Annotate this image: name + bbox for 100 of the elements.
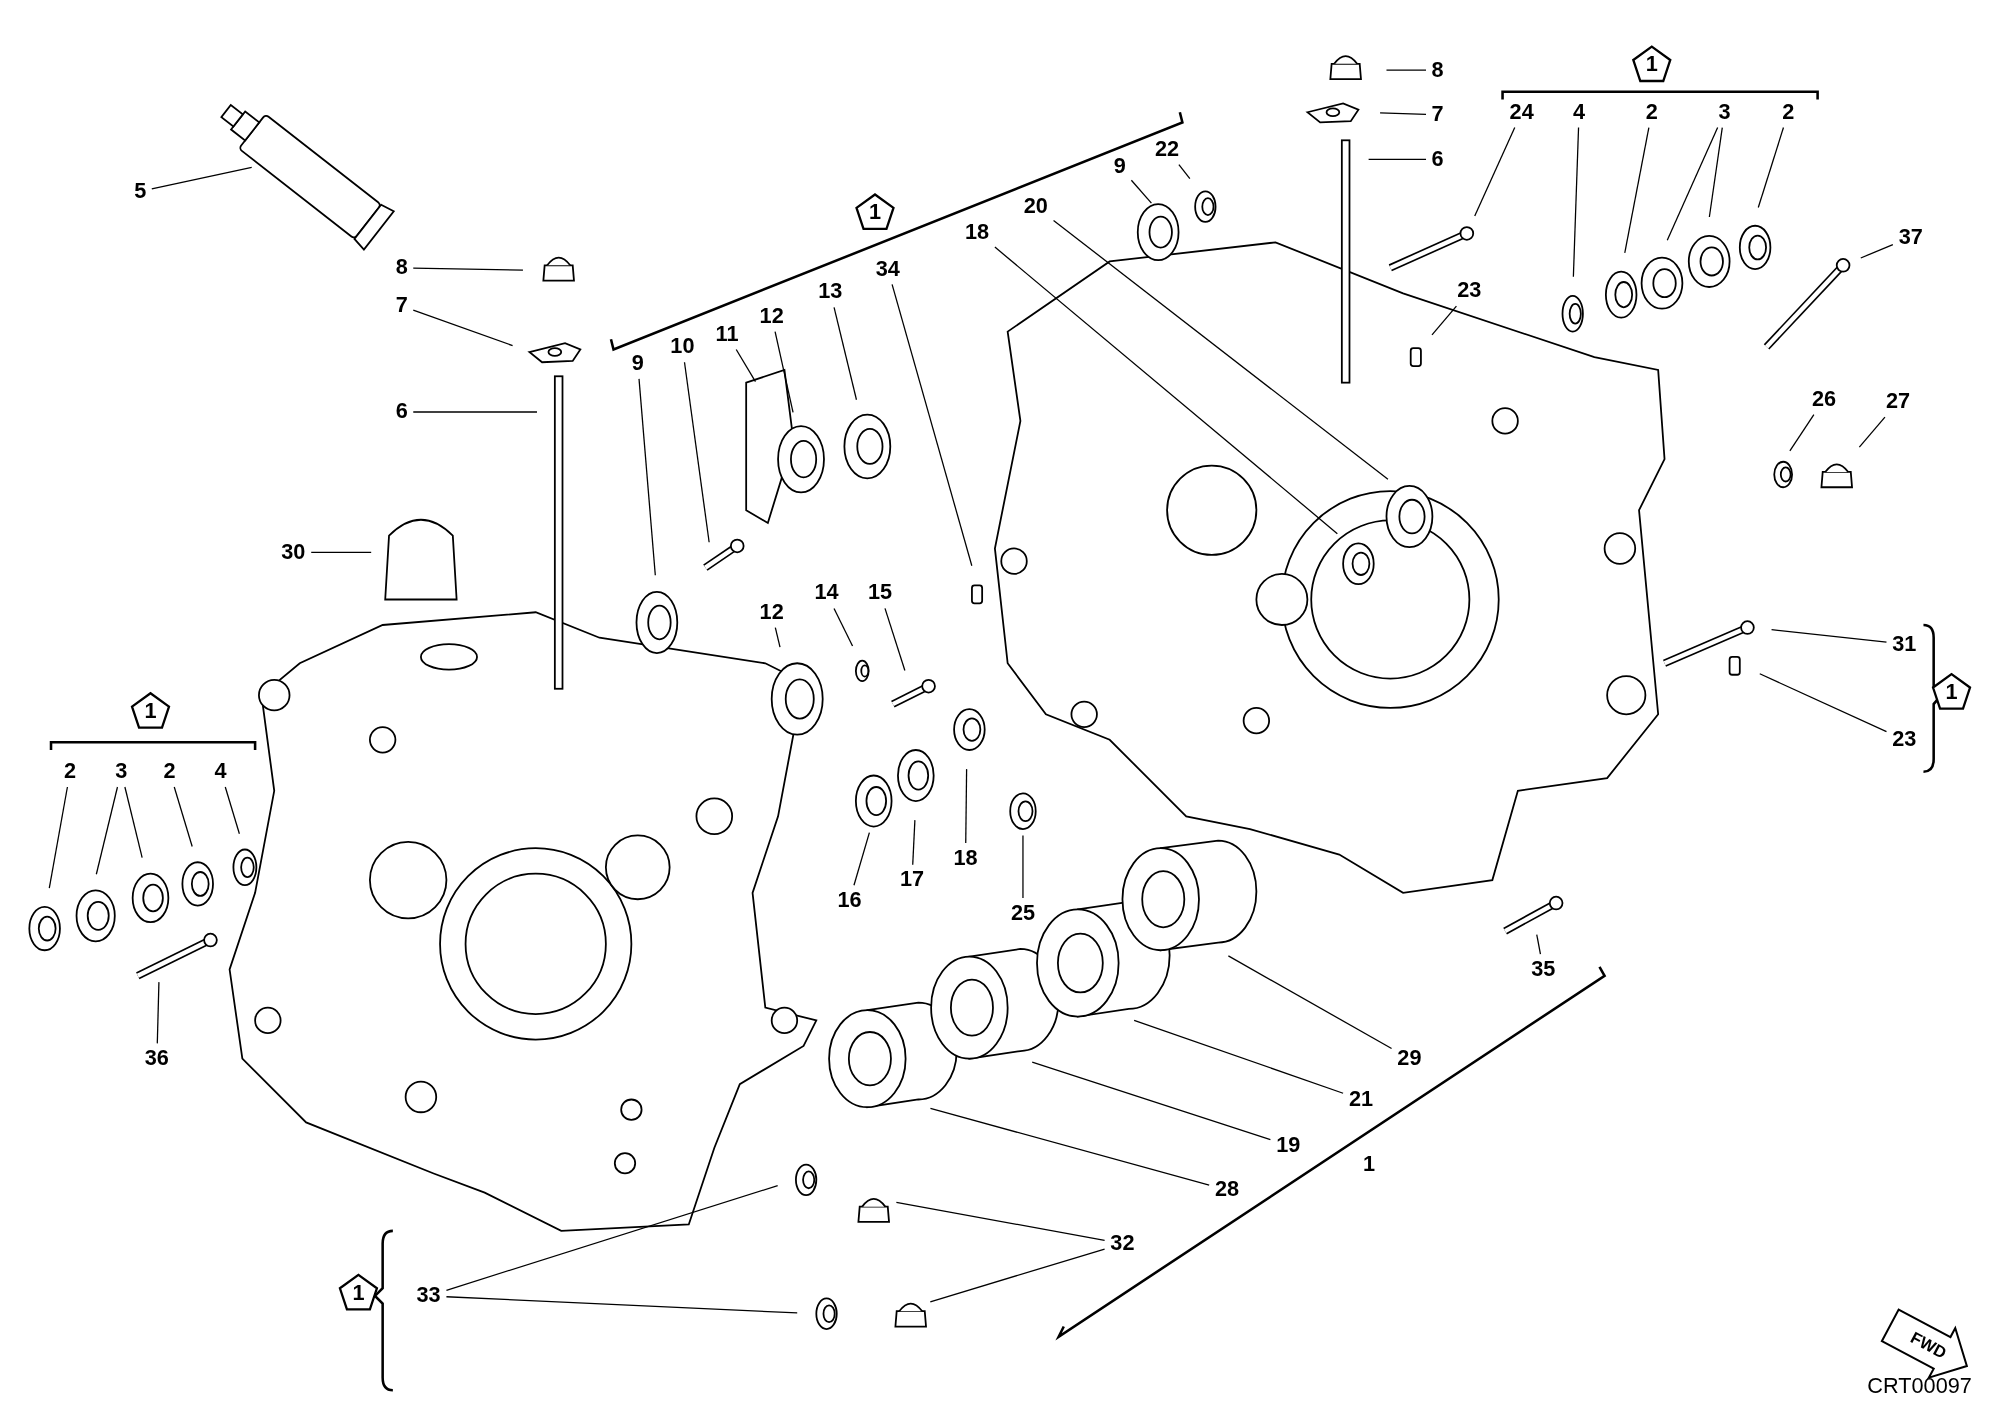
leader-line [884,607,906,672]
callout-number: 23 [1454,278,1485,304]
callout-number: 2 [61,758,80,785]
leader-line [929,1248,1106,1303]
callout-number: 27 [1882,389,1914,415]
callout-number: 13 [815,279,846,305]
callout-number: 24 [1506,99,1537,125]
leader-line [124,786,143,859]
leader-line [1858,416,1886,448]
callout-number: 25 [1007,900,1039,926]
callout-number: 14 [811,580,842,606]
leader-line [774,626,781,648]
leader-line [156,981,160,1044]
callout-number: 9 [628,350,647,377]
callout-number: 2 [1779,99,1798,125]
callout-number: 26 [1808,386,1840,412]
callout-number: 11 [711,321,743,347]
leader-line [735,348,757,383]
callout-number: 32 [1107,1230,1138,1257]
leader-line [1572,126,1580,278]
callout-number: 2 [1642,99,1661,125]
leader-line [1757,126,1785,209]
leader-line [965,768,968,844]
leader-line [1227,955,1393,1050]
leader-line [151,166,253,190]
leader-line [1759,673,1888,733]
leader-line [929,1107,1210,1186]
callout-number: 36 [141,1045,173,1072]
leader-line [833,607,854,647]
leader-line [445,1296,798,1314]
leader-line [1031,1061,1272,1141]
leader-line [853,832,870,886]
leader-line [412,309,514,347]
callout-number: 17 [896,867,928,893]
leader-line [310,551,372,553]
callout-number: 4 [1570,99,1588,125]
leader-line [1770,629,1888,643]
callout-number: 35 [1528,956,1559,983]
callout-number: 29 [1394,1045,1425,1072]
callout-number: 30 [278,539,309,566]
leader-line [412,411,538,413]
leader-line [1367,158,1427,161]
leader-line [1379,112,1427,116]
callout-number: 8 [392,255,411,281]
callout-number: 6 [392,399,411,425]
callout-number: 7 [1428,102,1447,128]
leader-line [412,267,524,271]
callout-number: 16 [834,887,865,914]
leader-line [1624,126,1650,254]
leader-line [638,378,656,576]
leader-line [1860,244,1894,259]
leader-line [1474,126,1516,217]
drawing-code: CRT00097 [1867,1373,1972,1400]
leader-line [1178,163,1191,180]
callout-number: 3 [112,758,131,785]
callout-number: 15 [864,580,896,606]
callout-number: 8 [1428,57,1447,83]
leader-line [891,283,973,567]
callout-number: 5 [131,178,150,205]
leader-line [1666,126,1719,241]
callout-number: 7 [392,293,411,319]
callout-number: 18 [961,219,993,245]
callout-number: 28 [1211,1177,1243,1203]
leader-line [1385,69,1427,71]
callout-number: 20 [1020,193,1051,220]
leader-line [774,331,794,414]
callout-number: 3 [1715,99,1734,125]
callout-number: 34 [872,256,904,282]
leader-line [95,786,119,875]
callout-number: 4 [211,758,230,785]
callout-number: 33 [413,1283,444,1309]
leader-line [1022,834,1024,899]
leader-line [683,361,710,543]
callout-number: 18 [950,845,981,872]
leader-line [833,306,858,401]
leader-line [1052,219,1389,480]
leader-line [994,246,1338,535]
callout-number: 9 [1110,154,1129,180]
leader-line [1431,305,1458,336]
leader-line [1708,126,1723,218]
callout-number: 37 [1895,224,1926,250]
callout-number: 12 [756,599,787,625]
leader-line [1133,1019,1344,1094]
callout-number: 19 [1272,1132,1304,1159]
leader-line [173,786,193,848]
leader-line [445,1184,779,1291]
callout-number: 10 [667,334,698,360]
callout-number: 22 [1151,136,1183,162]
leader-line [1536,933,1542,955]
callout-number: 23 [1889,727,1920,753]
leader-line [48,786,69,889]
callout-number: 21 [1345,1086,1377,1113]
leader-line [224,786,240,835]
callout-number: 2 [160,758,179,785]
callout-number: 1 [1362,1151,1375,1178]
callout-number: 12 [756,303,787,330]
leader-line [895,1201,1106,1241]
leader-line [1789,413,1815,452]
callout-number: 6 [1428,146,1447,173]
callout-number: 31 [1889,631,1920,657]
